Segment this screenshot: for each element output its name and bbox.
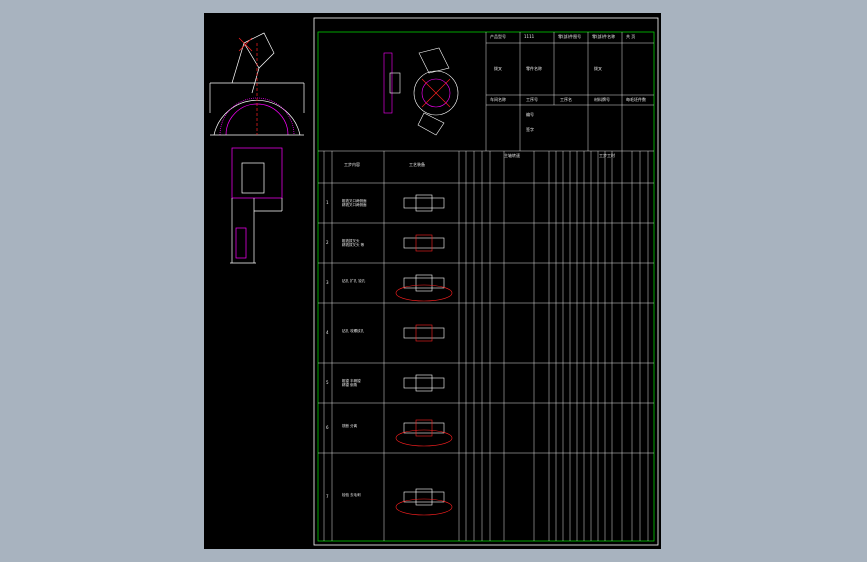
arm-edge-left (231, 42, 245, 84)
row-sketch (403, 234, 445, 252)
row-content: 粗铣拨叉头 精铣拨叉头 等 (342, 239, 365, 247)
sketch-part-outline (395, 429, 453, 447)
row-sketch (395, 419, 453, 447)
sketch-fixture (415, 274, 433, 292)
section-inner (241, 162, 265, 194)
row-number: 1 (326, 200, 329, 205)
sketch-fixture (415, 488, 433, 506)
sketch-fixture (415, 194, 433, 212)
sketch-block (403, 197, 445, 209)
row-number: 3 (326, 280, 329, 285)
row-number: 2 (326, 240, 329, 245)
row-content: 检验 去毛刺 (342, 493, 361, 497)
header-bottom-3: 工序名 (560, 97, 572, 102)
row-sketch (403, 374, 445, 392)
row-content: 粗铣叉口两侧面 精铣叉口两侧面 (342, 199, 367, 207)
header-mid-1: 拨叉 (494, 66, 502, 71)
sketch-fixture (415, 419, 433, 437)
row-sketch (403, 324, 445, 342)
sketch-block (403, 277, 445, 289)
header-cell-2: 1111 (524, 34, 535, 39)
table-header-tooling: 工艺装备 (409, 162, 425, 167)
header-bottom-4: 材料牌号 (594, 97, 610, 102)
sketch-block (403, 237, 445, 249)
process-table-grid (318, 151, 654, 541)
row-sketch (403, 194, 445, 212)
sketch-block (403, 491, 445, 503)
row-sketch (395, 274, 453, 302)
header-cell-4: 零(部)件名称 (592, 34, 616, 39)
row-sketch (395, 488, 453, 516)
header-mid-3: 拨叉 (594, 66, 602, 71)
table-header-speed: 主轴转速 (504, 153, 520, 158)
header-bottom-2: 工序号 (526, 97, 538, 102)
row-number: 4 (326, 330, 329, 335)
row-content: 粗镗 半精镗 精镗 倒角 (342, 379, 361, 387)
header-cell-3: 零(部)件图号 (558, 34, 582, 39)
header-cell-1: 产品型号 (490, 34, 506, 39)
card-header (318, 32, 654, 152)
cad-drawing-canvas[interactable]: 产品型号 1111 零(部)件图号 零(部)件名称 共 页 拨叉 零件名称 拨叉… (204, 13, 661, 549)
sketch-part-outline (395, 498, 453, 516)
sketch-block (403, 377, 445, 389)
sketch-block (403, 422, 445, 434)
section-bore (235, 227, 247, 259)
sketch-fixture (415, 234, 433, 252)
card-border-outer (313, 17, 659, 546)
header-mid-2: 零件名称 (526, 66, 542, 71)
sketch-fixture (415, 324, 433, 342)
table-header-time: 工步工时 (599, 153, 615, 158)
sketch-part-outline (395, 284, 453, 302)
header-bottom-5: 每毛坯件数 (626, 97, 646, 102)
header-part-bore (421, 78, 451, 108)
sketch-block (403, 327, 445, 339)
header-part-sketch (383, 47, 459, 136)
arm-edge-right (251, 67, 260, 94)
table-header-content: 工步内容 (344, 162, 360, 167)
sketch-fixture (415, 374, 433, 392)
header-note-2: 签字 (526, 127, 534, 132)
arm-outline (243, 32, 275, 69)
cross-mark-2 (238, 37, 253, 52)
row-content: 钻孔 攻螺纹孔 (342, 329, 365, 333)
drawing-svg (209, 17, 659, 546)
process-sketches (395, 194, 453, 516)
header-note-1: 编号 (526, 112, 534, 117)
row-number: 5 (326, 380, 329, 385)
section-rect (231, 147, 283, 199)
row-content: 铣断 分离 (342, 424, 358, 428)
header-cell-5: 共 页 (626, 34, 636, 39)
row-content: 钻孔 扩孔 铰孔 (342, 279, 366, 283)
header-bottom-1: 车间名称 (490, 97, 506, 102)
row-number: 7 (326, 494, 329, 499)
row-number: 6 (326, 425, 329, 430)
part-view-left (209, 32, 305, 264)
